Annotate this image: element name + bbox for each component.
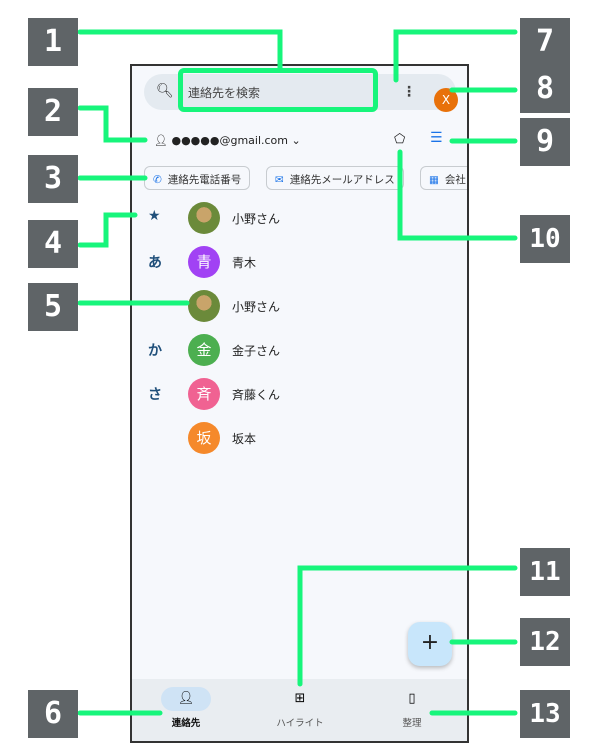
label-icon[interactable]: ⬠ (394, 132, 406, 147)
add-contact-button[interactable]: + (408, 622, 452, 666)
nav-label: 整理 (402, 718, 422, 729)
nav-label: 連絡先 (171, 718, 201, 729)
contact-avatar: 金 (188, 334, 220, 366)
contact-row[interactable]: ★ 小野さん (132, 196, 467, 240)
search-bar[interactable]: 🔍︎ 連絡先を検索 ⋮ X (144, 74, 458, 112)
contact-name: 青木 (232, 256, 257, 270)
callout-badge: 7 (520, 18, 570, 66)
index-letter: あ (148, 255, 162, 271)
callout-badge: 1 (28, 18, 78, 66)
contact-avatar (188, 290, 220, 322)
account-email: ●●●●●@gmail.com (171, 134, 288, 147)
chip-label: 連絡先メールアドレス (289, 174, 395, 186)
contact-name: 斉藤くん (232, 388, 281, 402)
nav-highlights[interactable]: ⊞ ハイライト (260, 687, 340, 729)
callout-badge: 3 (28, 155, 78, 203)
contact-avatar: 斉 (188, 378, 220, 410)
chip-company[interactable]: ▦ 会社 (420, 166, 467, 190)
account-selector[interactable]: 👤︎ ●●●●●@gmail.com ⌄ (154, 134, 301, 147)
contact-row[interactable]: さ 斉 斉藤くん (132, 372, 467, 416)
contact-row[interactable]: あ 青 青木 (132, 240, 467, 284)
callout-badge: 13 (520, 690, 570, 738)
callout-badge: 6 (28, 690, 78, 738)
contact-name: 金子さん (232, 344, 281, 358)
callout-badge: 8 (520, 65, 570, 113)
chip-label: 連絡先電話番号 (167, 174, 242, 186)
callout-badge: 10 (520, 215, 570, 263)
contact-row[interactable]: 坂 坂本 (132, 416, 467, 460)
callout-badge: 4 (28, 220, 78, 268)
search-icon: 🔍︎ (156, 83, 174, 99)
contact-avatar: 坂 (188, 422, 220, 454)
contact-name: 小野さん (232, 212, 281, 226)
filter-icon[interactable]: ☰ (430, 130, 443, 146)
contact-avatar: 青 (188, 246, 220, 278)
index-letter: か (148, 343, 162, 359)
contact-row[interactable]: か 金 金子さん (132, 328, 467, 372)
chevron-down-icon: ⌄ (288, 134, 301, 147)
nav-label: ハイライト (276, 718, 324, 729)
phone-icon: ✆ (153, 174, 162, 186)
callout-badge: 5 (28, 283, 78, 331)
bottom-nav: 👤︎ 連絡先 ⊞ ハイライト ▯ 整理 (132, 679, 467, 741)
person-icon: 👤︎ (154, 134, 172, 147)
more-options-icon[interactable]: ⋮ (402, 84, 416, 100)
chip-email[interactable]: ✉ 連絡先メールアドレス (266, 166, 404, 190)
contact-row[interactable]: 小野さん (132, 284, 467, 328)
chip-label: 会社 (444, 174, 466, 186)
index-letter: さ (148, 387, 162, 403)
contact-avatar (188, 202, 220, 234)
callout-badge: 11 (520, 548, 570, 596)
contact-name: 小野さん (232, 300, 281, 314)
chip-phone[interactable]: ✆ 連絡先電話番号 (144, 166, 251, 190)
nav-organize[interactable]: ▯ 整理 (372, 687, 452, 729)
callout-highlight-box (178, 68, 378, 112)
person-icon: 👤︎ (161, 687, 211, 711)
nav-contacts[interactable]: 👤︎ 連絡先 (146, 687, 226, 729)
callout-badge: 12 (520, 618, 570, 666)
callout-badge: 9 (520, 118, 570, 166)
index-letter: ★ (148, 208, 161, 224)
search-input[interactable]: 連絡先を検索 (188, 86, 261, 100)
contact-name: 坂本 (232, 432, 257, 446)
highlight-icon: ⊞ (294, 691, 306, 706)
mail-icon: ✉ (275, 174, 284, 186)
callout-badge: 2 (28, 88, 78, 136)
bookmark-icon: ▯ (408, 691, 416, 706)
building-icon: ▦ (429, 174, 439, 186)
